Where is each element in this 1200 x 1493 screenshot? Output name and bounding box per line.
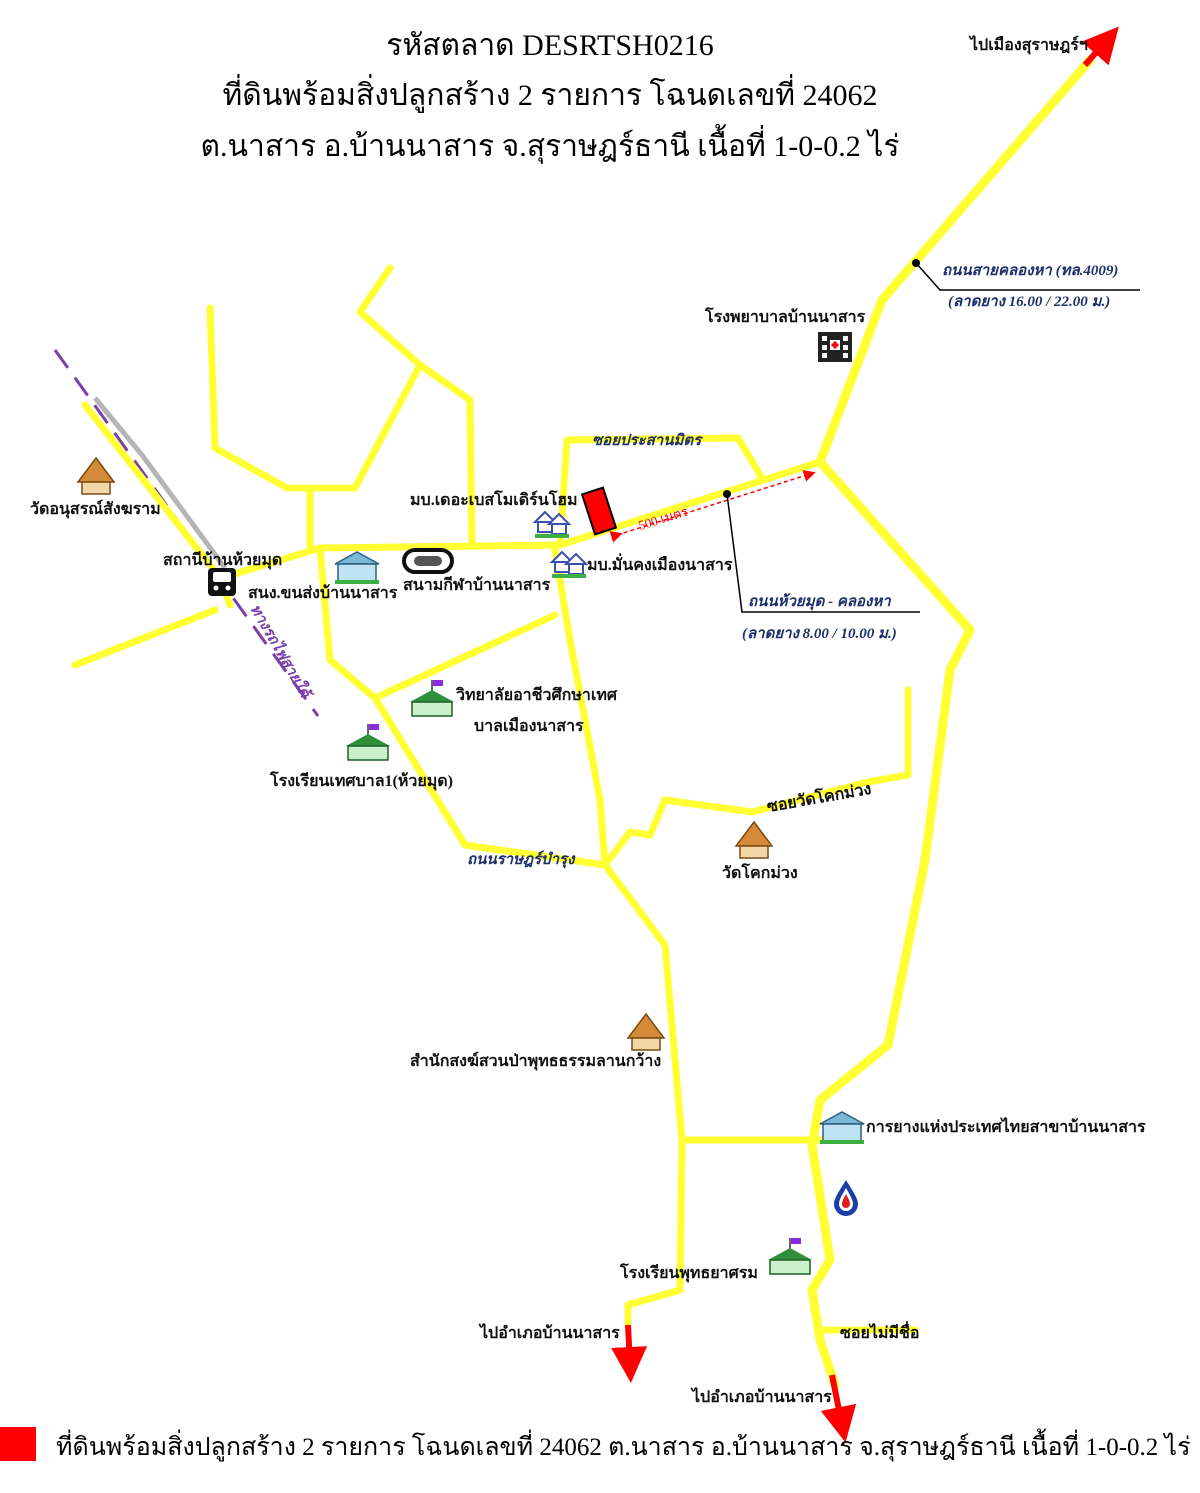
direction-arrows <box>611 26 1119 1443</box>
label-wat-anusorn: วัดอนุสรณ์สังฆราม <box>30 499 161 519</box>
house-cluster-icon-mankong <box>549 550 589 578</box>
road-network <box>71 55 1095 1390</box>
label-school-buddha: โรงเรียนพุทธยาศรม <box>619 1262 758 1283</box>
label-college-2: บาลเมืองนาสาร <box>474 717 584 735</box>
house-cluster-icon-the-best <box>532 510 572 538</box>
label-village-mankong: มบ.มั่นคงเมืองนาสาร <box>587 553 733 574</box>
label-to-bannasan-1: ไปอำเภอบ้านนาสาร <box>478 1323 620 1342</box>
gas-station-drop-icon <box>834 1180 858 1216</box>
road-soi-prasanmit <box>556 434 766 549</box>
label-klongha-road-spec: (ลาดยาง 16.00 / 22.00 ม.) <box>948 294 1110 310</box>
label-hospital: โรงพยาบาลบ้านนาสาร <box>704 306 866 326</box>
callout-huaymud <box>726 493 920 613</box>
label-to-bannasan-2: ไปอำเภอบ้านนาสาร <box>690 1387 832 1406</box>
distance-label: 500 เมตร <box>636 504 689 533</box>
label-railway: ทางรถไฟสายใต้ <box>247 601 317 704</box>
government-building-icon-rubber <box>819 1111 865 1144</box>
label-transport-office: สนง.ขนส่งบ้านนาสาร <box>248 584 398 602</box>
train-icon <box>208 568 236 596</box>
road-college <box>371 611 559 702</box>
label-monastery: สำนักสงฆ์สวนป่าพุทธธรรมลานกว้าง <box>410 1051 661 1071</box>
arrow-to-bannasan-2 <box>820 1374 857 1443</box>
temple-roof-icon-wat-anusorn <box>76 456 116 495</box>
arrow-to-bannasan-1 <box>611 1324 648 1383</box>
road-klongha-highway <box>815 55 1095 467</box>
school-flag-icon-huaymud <box>346 724 390 761</box>
road-southeast <box>807 457 975 1390</box>
title-line-2: ที่ดินพร้อมสิ่งปลูกสร้าง 2 รายการ โฉนดเล… <box>222 79 878 112</box>
callouts <box>726 262 1140 613</box>
label-stadium: สนามกีฬาบ้านนาสาร <box>403 575 551 594</box>
road-soi-khok-muang <box>601 686 912 869</box>
callout-dot-huaymud <box>723 490 731 498</box>
government-building-icon-transport <box>334 551 380 584</box>
road-south-main <box>601 861 686 1329</box>
label-school-huaymud: โรงเรียนเทศบาล1(ห้วยมุด) <box>269 770 453 791</box>
label-wat-khok-muang: วัดโคกม่วง <box>722 862 798 882</box>
legend: ที่ดินพร้อมสิ่งปลูกสร้าง 2 รายการ โฉนดเล… <box>0 1425 1200 1465</box>
title-line-1: รหัสตลาด DESRTSH0216 <box>386 29 714 62</box>
road-west-south <box>71 606 219 669</box>
school-flag-icon-college <box>410 680 454 717</box>
road-upper-tip <box>356 264 424 369</box>
temple-roof-icon-monastery <box>626 1012 666 1051</box>
label-to-surat: ไปเมืองสุราษฎร์ฯ <box>968 35 1088 55</box>
school-flag-icon-buddha <box>768 1238 812 1275</box>
road-upper-north <box>206 304 476 549</box>
rail-track <box>93 396 228 570</box>
label-huaymud-road: ถนนห้วยมุด - คลองหา <box>748 593 892 611</box>
label-rubber-authority: การยางแห่งประเทศไทยสาขาบ้านนาสาร <box>866 1117 1146 1136</box>
label-soi-prasanmit: ซอยประสานมิตร <box>592 432 704 449</box>
callout-dot-klongha <box>912 259 920 267</box>
legend-text: ที่ดินพร้อมสิ่งปลูกสร้าง 2 รายการ โฉนดเล… <box>56 1434 1191 1461</box>
label-college-1: วิทยาลัยอาชีวศึกษาเทศ <box>455 685 618 704</box>
label-village-the-best: มบ.เดอะเบสโมเดิร์นโฮม <box>410 489 578 509</box>
legend-property-swatch <box>0 1427 36 1461</box>
label-ratbamrung-road: ถนนราษฎร์บำรุง <box>467 850 576 869</box>
label-station: สถานีบ้านห้วยมุด <box>163 550 282 570</box>
title-line-3: ต.นาสาร อ.บ้านนาสาร จ.สุราษฎร์ธานี เนื้อ… <box>200 130 900 163</box>
arrow-to-surat <box>1081 26 1119 67</box>
label-soi-wat-khok-muang: ซอยวัดโคกม่วง <box>765 778 872 816</box>
hospital-building-icon <box>818 332 852 362</box>
stadium-track-icon <box>402 548 454 574</box>
temple-roof-icon-wat-khok-muang <box>734 820 774 859</box>
callout-klongha <box>915 262 1140 291</box>
label-soi-nameless: ซอยไม่มีชื่อ <box>840 1321 919 1342</box>
label-klongha-road: ถนนสายคลองหา (ทล.4009) <box>942 263 1118 279</box>
road-center-south <box>551 546 609 869</box>
distance-line <box>609 470 816 543</box>
property-marker[interactable] <box>580 486 618 536</box>
label-huaymud-road-spec: (ลาดยาง 8.00 / 10.00 ม.) <box>742 626 897 642</box>
